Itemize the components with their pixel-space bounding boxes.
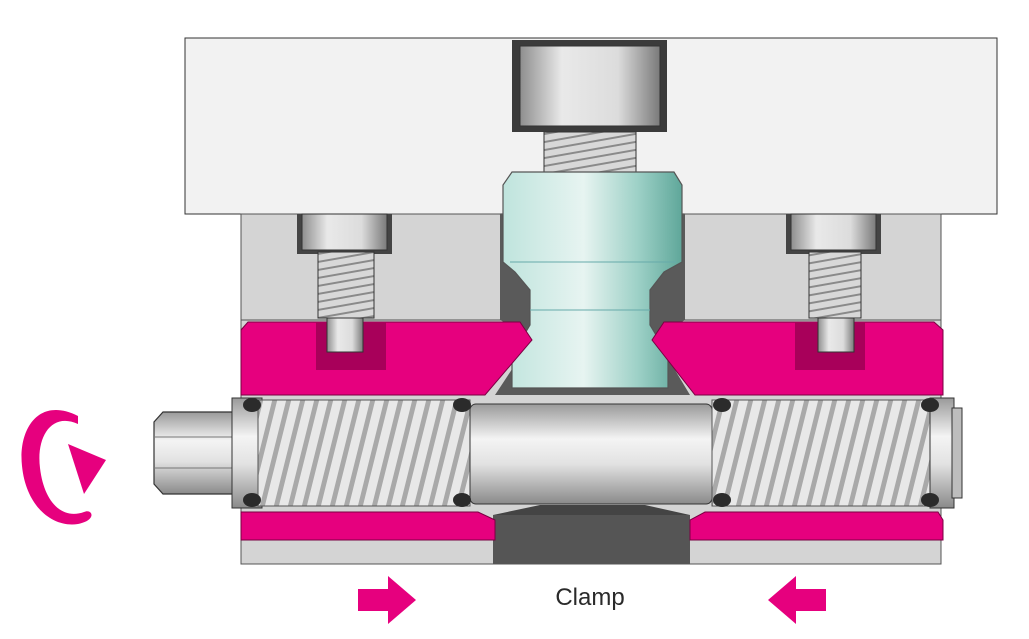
left-screw-shank [317, 251, 375, 319]
spindle-right-thread [711, 399, 933, 507]
spindle-center [469, 403, 713, 505]
bottom-seat [493, 515, 690, 564]
right-screw-shank [808, 251, 862, 319]
arrow-left-icon [768, 576, 826, 624]
left-lower-wedge [240, 511, 496, 541]
right-lower-wedge [689, 511, 944, 541]
left-clamp-wedge [240, 321, 533, 396]
spindle-left-thread [257, 399, 471, 507]
center-clamping-cone [502, 171, 683, 389]
arrow-right-icon [358, 576, 416, 624]
rotate-clockwise-icon [21, 410, 106, 525]
center-screw-shank [543, 131, 637, 175]
spindle-right-collar [929, 397, 955, 509]
hex-drive [153, 411, 235, 495]
o-rings [243, 398, 939, 507]
clamp-label: Clamp [555, 584, 625, 611]
bottom-seat-chamfer [493, 505, 690, 515]
spindle-end [951, 407, 963, 499]
spindle-left-collar [231, 397, 263, 509]
